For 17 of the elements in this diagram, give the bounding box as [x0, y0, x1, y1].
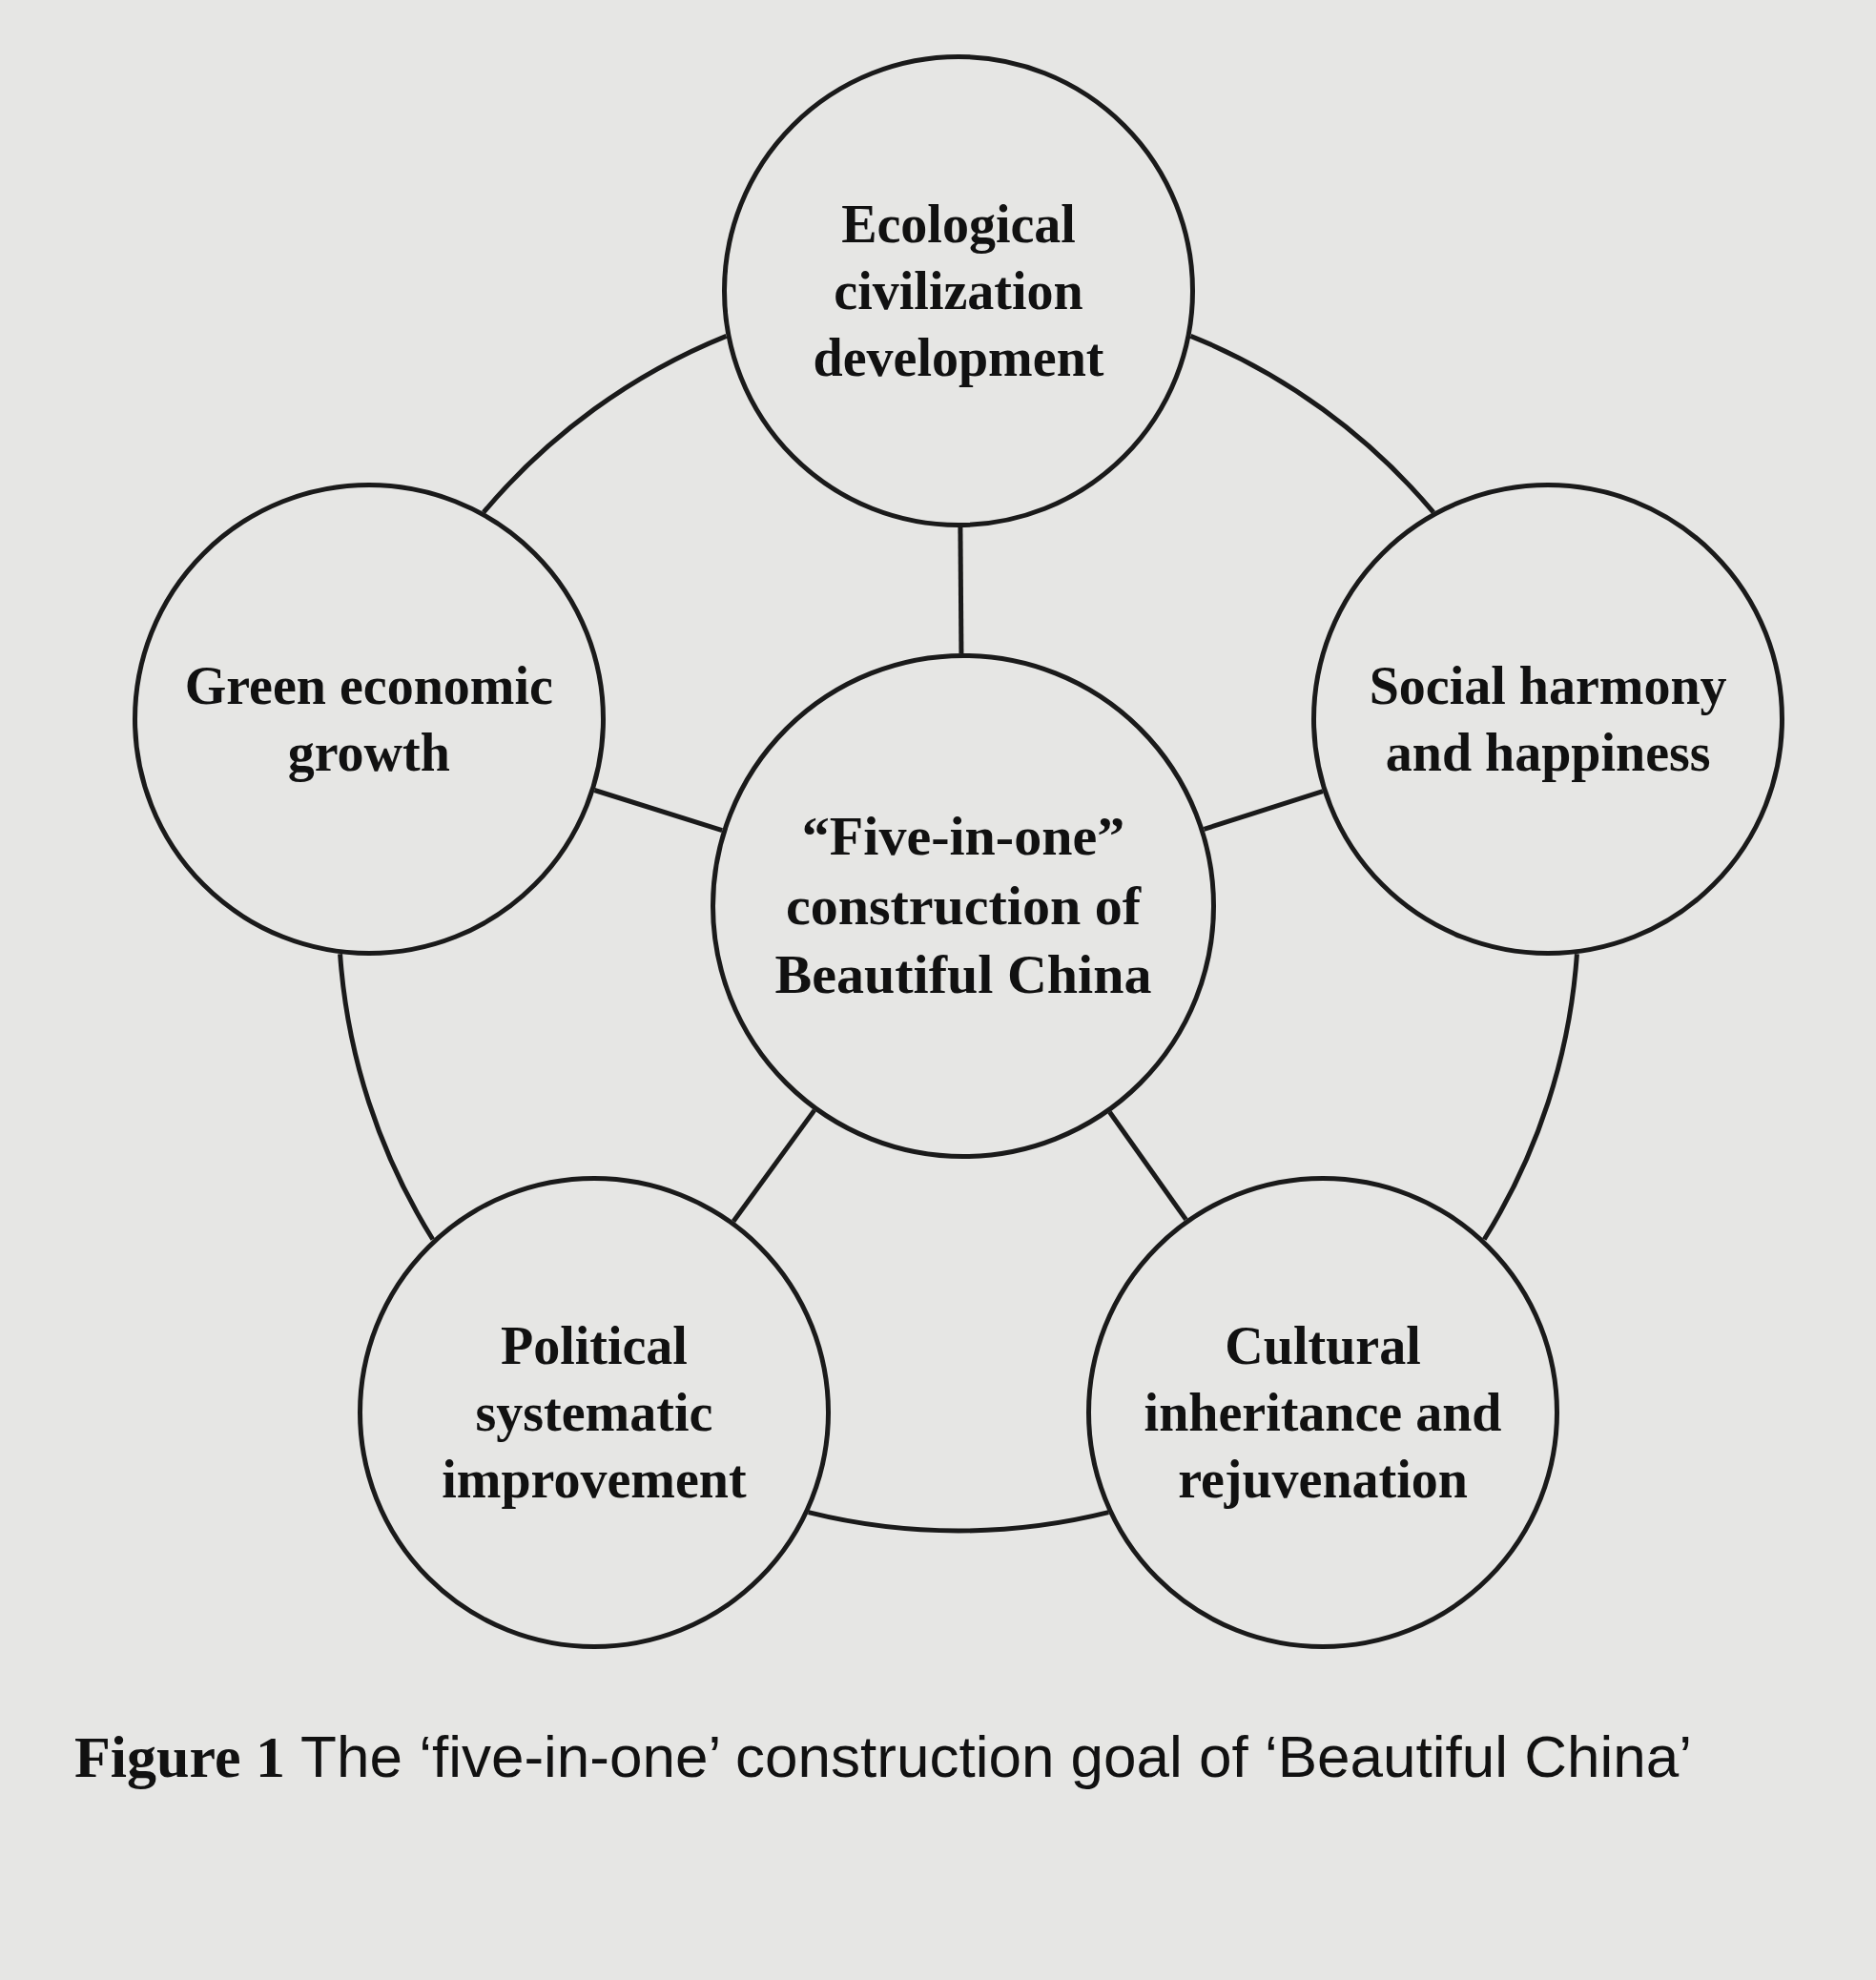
node-label: Political systematic improvement — [441, 1314, 748, 1511]
connector-line — [808, 1510, 1109, 1534]
connector-line — [732, 1108, 816, 1223]
node-label: Ecological civilization development — [812, 194, 1105, 389]
connector-line — [1107, 1110, 1188, 1222]
connector-line — [1203, 789, 1324, 832]
connector-line — [593, 788, 723, 833]
figure-caption: Figure 1 The ‘five-in-one’ construction goal of ‘Beautiful China’ — [74, 1722, 1694, 1791]
connector-line — [482, 334, 728, 514]
node-label: Green economic growth — [183, 655, 554, 785]
connector-line — [1189, 334, 1435, 514]
node-label: Cultural inheritance and rejuvenation — [1143, 1314, 1503, 1511]
connector-line — [958, 526, 964, 654]
node-label: “Five-in-one” construction of Beautiful China — [773, 804, 1153, 1008]
connector-line — [1482, 953, 1579, 1241]
node-label: Social harmony and happiness — [1368, 655, 1728, 785]
connector-line — [338, 953, 435, 1241]
